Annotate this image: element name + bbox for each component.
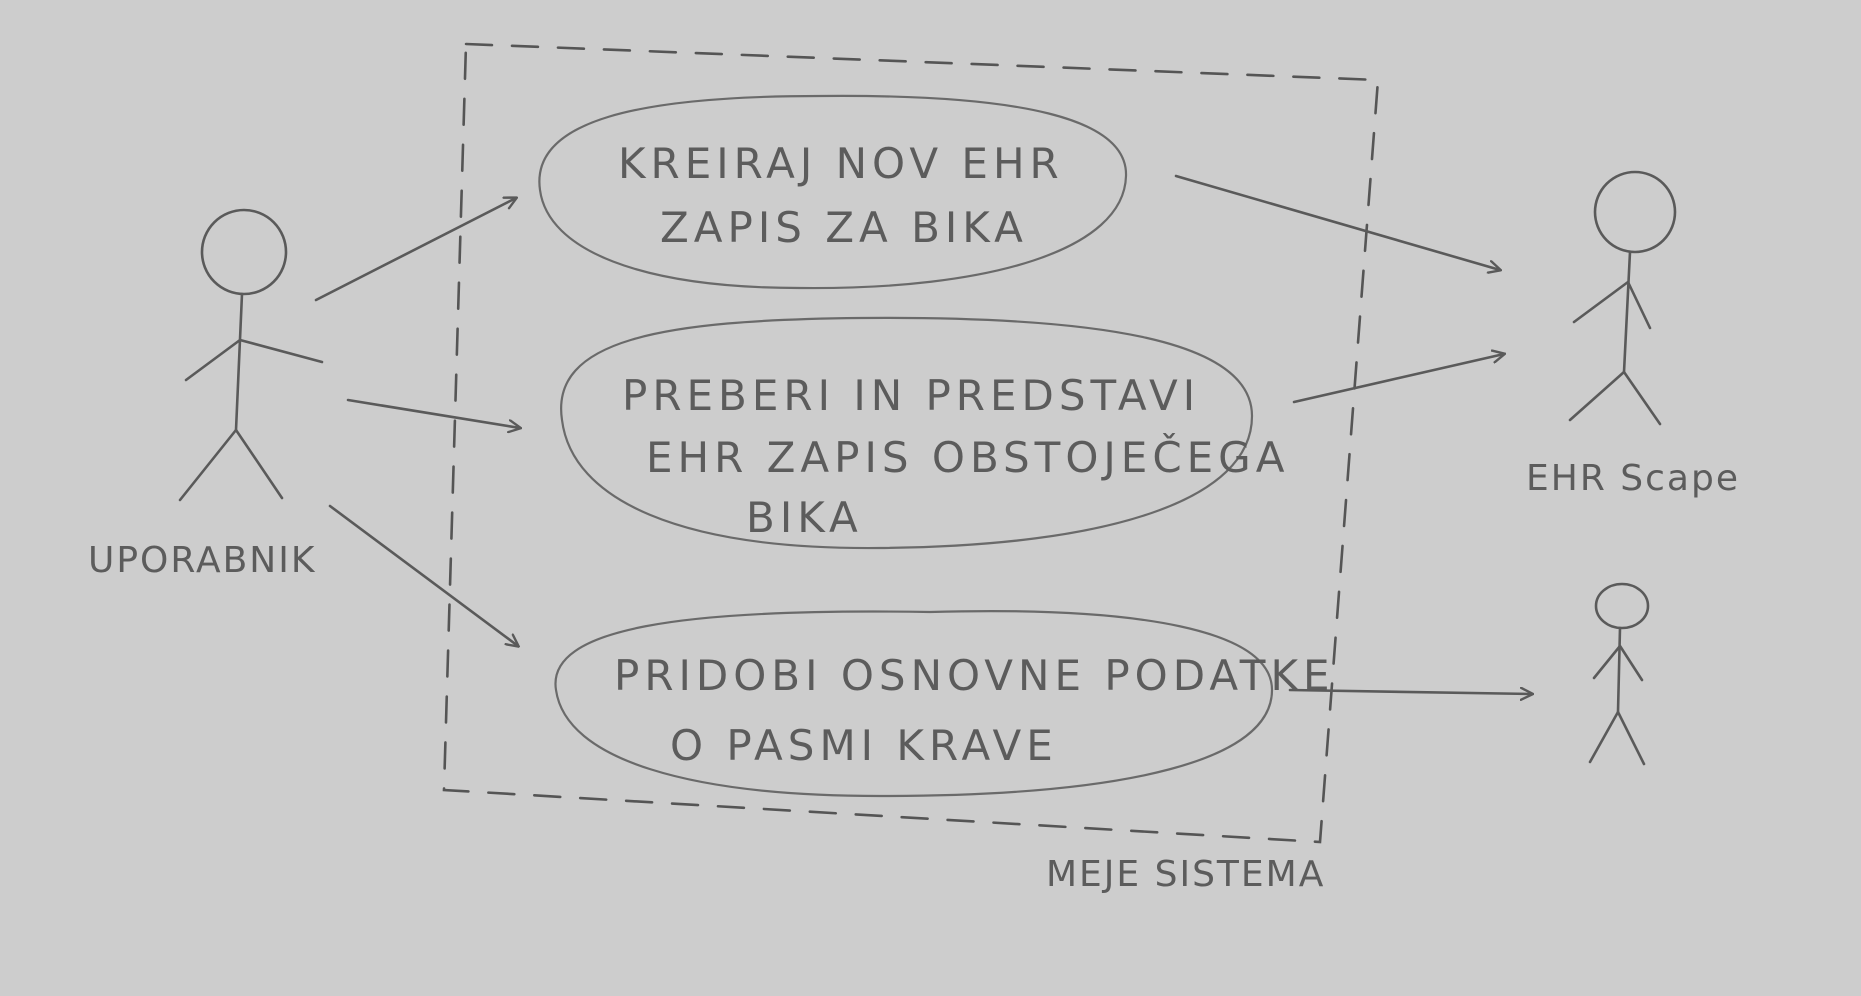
actor-user-head <box>200 208 288 296</box>
actor-user-legs <box>178 428 284 502</box>
use-case-read-ehr: PREBERI IN PREDSTAVI EHR ZAPIS OBSTOJEČE… <box>560 316 1289 550</box>
actor-ehr-scape-label: EHR Scape <box>1526 458 1740 499</box>
system-boundary <box>442 42 1380 844</box>
actor-user-body <box>234 292 244 432</box>
actor-third-body <box>1616 626 1622 714</box>
actor-third-arms <box>1592 644 1644 682</box>
use-case-create-ehr-line2: ZAPIS ZA BIKA <box>660 203 1028 252</box>
arrow-breed-to-third <box>1288 690 1532 694</box>
actor-third <box>1588 582 1650 766</box>
use-case-create-ehr-ellipse <box>538 94 1128 290</box>
arrow-user-to-read <box>346 398 520 428</box>
actor-ehr-scape <box>1568 170 1677 426</box>
use-case-breed-data-line1: PRIDOBI OSNOVNE PODATKE <box>614 651 1335 700</box>
use-case-breed-data: PRIDOBI OSNOVNE PODATKE O PASMI KRAVE <box>554 610 1335 798</box>
use-case-create-ehr-line1: KREIRAJ NOV EHR <box>618 139 1064 188</box>
actor-ehr-scape-arms <box>1572 280 1652 330</box>
actor-ehr-scape-legs <box>1568 370 1662 426</box>
arrow-user-to-breed <box>328 504 518 646</box>
actor-user <box>178 208 324 502</box>
arrow-create-to-ehr-scape <box>1174 174 1500 270</box>
use-case-breed-data-line2: O PASMI KRAVE <box>670 721 1058 770</box>
system-boundary-label: MEJE SISTEMA <box>1046 854 1325 895</box>
arrow-user-to-create <box>314 198 516 302</box>
arrow-read-to-ehr-scape <box>1292 354 1504 404</box>
actor-third-legs <box>1588 710 1646 766</box>
use-case-breed-data-ellipse <box>554 610 1274 798</box>
use-case-create-ehr: KREIRAJ NOV EHR ZAPIS ZA BIKA <box>538 94 1128 290</box>
actor-third-head <box>1594 582 1650 630</box>
use-case-read-ehr-ellipse <box>560 316 1254 550</box>
actor-user-arms <box>184 338 324 382</box>
actor-ehr-scape-body <box>1622 250 1632 374</box>
actor-ehr-scape-head <box>1593 170 1677 254</box>
use-case-read-ehr-line2: EHR ZAPIS OBSTOJEČEGA <box>646 432 1289 482</box>
use-case-read-ehr-line1: PREBERI IN PREDSTAVI <box>622 371 1200 420</box>
use-case-read-ehr-line3: BIKA <box>746 493 863 542</box>
actor-user-label: UPORABNIK <box>88 540 316 581</box>
